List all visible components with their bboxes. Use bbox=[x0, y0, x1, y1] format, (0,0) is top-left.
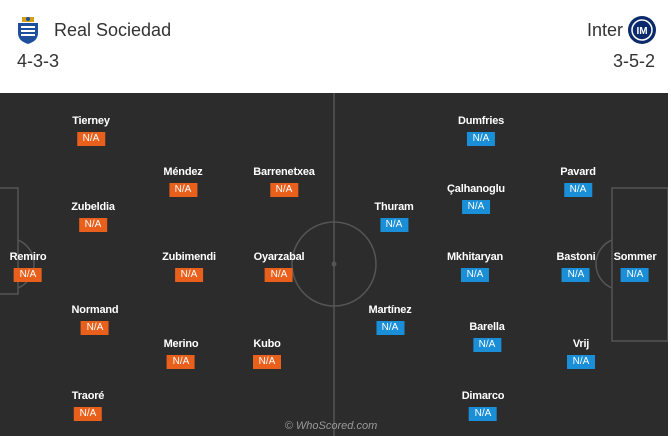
player-rating-badge: N/A bbox=[79, 218, 107, 232]
player-thuram[interactable]: Thuram N/A bbox=[374, 201, 414, 232]
player-calhanoglu[interactable]: Çalhanoglu N/A bbox=[447, 183, 505, 214]
player-rating-badge: N/A bbox=[379, 218, 408, 232]
player-rating-badge: N/A bbox=[77, 132, 105, 146]
player-rating-badge: N/A bbox=[74, 407, 102, 421]
whoscored-watermark: © WhoScored.com bbox=[284, 420, 378, 432]
player-name: Dumfries bbox=[457, 115, 505, 127]
player-name: Barella bbox=[469, 321, 505, 333]
away-team-name[interactable]: Inter bbox=[586, 20, 623, 40]
player-name: Zubeldia bbox=[71, 201, 115, 213]
player-name: Méndez bbox=[163, 166, 203, 178]
player-vrij[interactable]: Vrij N/A bbox=[567, 338, 595, 369]
player-rating-badge: N/A bbox=[567, 355, 595, 369]
player-rating-badge: N/A bbox=[13, 268, 42, 282]
player-barella[interactable]: Barella N/A bbox=[469, 321, 505, 352]
player-name: Mkhitaryan bbox=[446, 251, 504, 263]
pitch-markings bbox=[0, 93, 668, 436]
player-name: Oyarzabal bbox=[253, 251, 305, 263]
player-rating-badge: N/A bbox=[253, 355, 281, 369]
player-name: Vrij bbox=[572, 338, 590, 350]
pitch: Remiro N/A Tierney N/A Zubeldia N/A Norm… bbox=[0, 93, 668, 436]
player-barrenetxea[interactable]: Barrenetxea N/A bbox=[253, 166, 315, 197]
player-dumfries[interactable]: Dumfries N/A bbox=[458, 115, 504, 146]
player-name: Tierney bbox=[72, 115, 110, 127]
match-header: Real Sociedad 4-3-3 Inter IM 3-5-2 bbox=[0, 0, 671, 93]
player-rating-badge: N/A bbox=[166, 355, 195, 369]
player-name: Zubimendi bbox=[162, 251, 216, 263]
player-traore[interactable]: Traoré N/A bbox=[72, 390, 104, 421]
player-rating-badge: N/A bbox=[270, 183, 298, 197]
away-formation: 3-5-2 bbox=[612, 51, 655, 71]
home-team-name[interactable]: Real Sociedad bbox=[54, 20, 172, 40]
player-dimarco[interactable]: Dimarco N/A bbox=[462, 390, 505, 421]
player-name: Barrenetxea bbox=[253, 166, 315, 178]
player-rating-badge: N/A bbox=[460, 268, 489, 282]
player-rating-badge: N/A bbox=[168, 183, 197, 197]
player-name: Normand bbox=[71, 304, 119, 316]
player-rating-badge: N/A bbox=[175, 268, 203, 282]
player-rating-badge: N/A bbox=[562, 268, 590, 282]
player-name: Merino bbox=[163, 338, 199, 350]
svg-text:IM: IM bbox=[636, 26, 647, 37]
player-mkhitaryan[interactable]: Mkhitaryan N/A bbox=[447, 251, 503, 282]
player-name: Thuram bbox=[374, 201, 414, 213]
player-rating-badge: N/A bbox=[80, 321, 109, 335]
player-oyarzabal[interactable]: Oyarzabal N/A bbox=[254, 251, 305, 282]
player-tierney[interactable]: Tierney N/A bbox=[72, 115, 110, 146]
player-rating-badge: N/A bbox=[461, 200, 490, 214]
player-name: Çalhanoglu bbox=[447, 183, 505, 195]
real-sociedad-crest-icon bbox=[18, 17, 38, 44]
player-kubo[interactable]: Kubo N/A bbox=[253, 338, 281, 369]
player-name: Traoré bbox=[71, 390, 105, 402]
player-name: Sommer bbox=[613, 251, 657, 263]
player-martinez[interactable]: Martínez N/A bbox=[368, 304, 412, 335]
player-name: Bastoni bbox=[556, 251, 596, 263]
player-name: Pavard bbox=[560, 166, 596, 178]
player-rating-badge: N/A bbox=[564, 183, 592, 197]
home-formation: 4-3-3 bbox=[17, 51, 60, 71]
player-rating-badge: N/A bbox=[472, 338, 501, 352]
player-remiro[interactable]: Remiro N/A bbox=[10, 251, 47, 282]
player-sommer[interactable]: Sommer N/A bbox=[614, 251, 657, 282]
player-name: Dimarco bbox=[461, 390, 505, 402]
player-normand[interactable]: Normand N/A bbox=[72, 304, 119, 335]
player-name: Kubo bbox=[253, 338, 281, 350]
player-name: Remiro bbox=[9, 251, 47, 263]
player-rating-badge: N/A bbox=[376, 321, 404, 335]
player-zubeldia[interactable]: Zubeldia N/A bbox=[71, 201, 115, 232]
player-rating-badge: N/A bbox=[467, 132, 495, 146]
player-rating-badge: N/A bbox=[620, 268, 649, 282]
player-rating-badge: N/A bbox=[264, 268, 293, 282]
player-bastoni[interactable]: Bastoni N/A bbox=[557, 251, 596, 282]
player-zubimendi[interactable]: Zubimendi N/A bbox=[162, 251, 216, 282]
player-rating-badge: N/A bbox=[469, 407, 497, 421]
inter-crest-icon: IM bbox=[628, 16, 656, 44]
player-pavard[interactable]: Pavard N/A bbox=[560, 166, 596, 197]
player-mendez[interactable]: Méndez N/A bbox=[163, 166, 203, 197]
player-merino[interactable]: Merino N/A bbox=[164, 338, 199, 369]
player-name: Martínez bbox=[368, 304, 412, 316]
